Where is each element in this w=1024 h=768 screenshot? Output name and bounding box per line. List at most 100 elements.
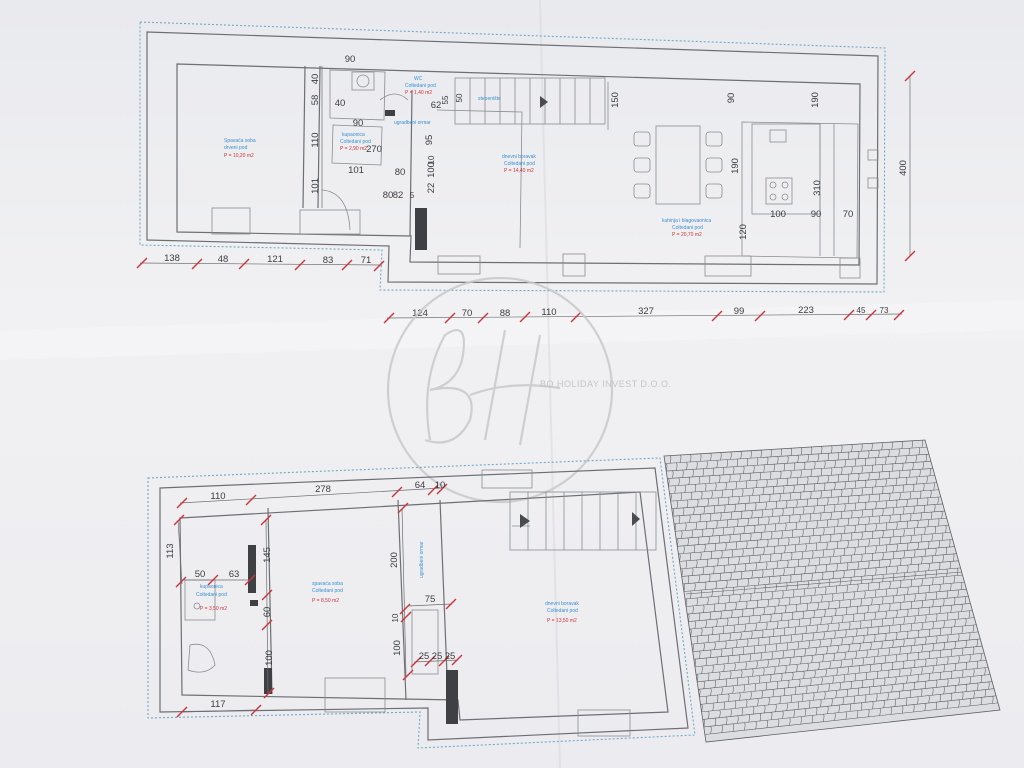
svg-text:327: 327 [638,306,654,317]
svg-text:70: 70 [462,308,473,319]
svg-text:110: 110 [541,307,556,318]
svg-text:101: 101 [348,165,364,176]
svg-text:100: 100 [264,650,275,666]
svg-text:10: 10 [435,480,446,491]
svg-text:Coltedani pod: Coltedani pod [504,161,535,167]
svg-text:Coltedani pod: Coltedani pod [340,139,371,145]
svg-text:40: 40 [335,98,346,109]
svg-text:P = 3,50 m2: P = 3,50 m2 [200,606,227,612]
svg-text:64: 64 [415,480,426,491]
svg-text:100: 100 [770,209,786,220]
svg-text:Coltedani pod: Coltedani pod [312,588,343,594]
room-label-wardrobe: ugradbeni ormar [394,120,431,126]
svg-text:Coltedani pod: Coltedani pod [547,608,578,614]
svg-text:270: 270 [366,144,382,155]
svg-text:90: 90 [726,93,737,104]
svg-text:63: 63 [229,569,240,580]
svg-text:83: 83 [323,255,334,266]
ground-floor-plan: Spavaća soba drveni pod P = 10,20 m2 WC … [136,21,916,324]
roof-tiles [663,439,1001,743]
svg-text:Coltedani pod: Coltedani pod [672,225,703,231]
svg-text:Coltedani pod: Coltedani pod [405,83,436,89]
svg-text:190: 190 [730,158,741,174]
room-label-bathroom: kupaonica Coltedani pod P = 2,90 m2 [340,132,371,152]
ground-stairs [454,77,606,125]
room-label-wc: WC Coltedani pod P = 1,40 m2 [405,76,436,96]
svg-text:99: 99 [734,306,745,317]
svg-text:400: 400 [898,160,909,176]
svg-text:Coltedani pod: Coltedani pod [196,592,227,598]
room-label-upper-wardrobe: ugradbeni ormar [419,541,425,578]
svg-text:10: 10 [427,155,436,164]
ground-height-dimension: 400 [898,70,916,262]
svg-text:kupaonica: kupaonica [342,132,365,138]
svg-text:60: 60 [262,607,273,618]
svg-text:25: 25 [419,651,430,662]
svg-text:138: 138 [164,253,180,264]
svg-text:55: 55 [441,95,450,104]
svg-text:82: 82 [393,190,404,201]
svg-text:25: 25 [432,651,443,662]
svg-text:50: 50 [455,93,464,102]
svg-text:P = 2,90 m2: P = 2,90 m2 [340,146,367,152]
roof-tile-pattern [665,439,999,735]
svg-text:25: 25 [445,651,456,662]
upper-middle-dimensions: 200 75 10 100 25 25 25 [389,502,463,681]
svg-text:124: 124 [412,308,428,319]
svg-text:5: 5 [410,191,415,200]
svg-text:drveni pod: drveni pod [224,145,248,151]
svg-text:190: 190 [810,92,821,108]
svg-text:spavaća soba: spavaća soba [312,581,343,587]
svg-text:WC: WC [414,76,423,82]
svg-text:P = 13,50 m2: P = 13,50 m2 [547,618,577,624]
svg-text:10: 10 [391,613,400,622]
svg-text:150: 150 [610,92,621,108]
svg-text:P = 20,70 m2: P = 20,70 m2 [672,232,702,238]
upper-floor-plan: kupaonica Coltedani pod P = 3,50 m2 spav… [147,457,696,749]
svg-text:BO HOLIDAY INVEST D.O.O.: BO HOLIDAY INVEST D.O.O. [540,379,672,389]
svg-text:113: 113 [165,543,176,558]
svg-text:110: 110 [310,132,321,147]
svg-text:90: 90 [345,54,356,65]
svg-text:117: 117 [210,699,225,710]
svg-text:dnevni boravak: dnevni boravak [502,154,536,160]
svg-text:101: 101 [310,178,321,194]
svg-text:90: 90 [811,209,822,220]
svg-text:P = 8,50 m2: P = 8,50 m2 [312,598,339,604]
svg-text:310: 310 [812,180,823,196]
upper-top-dimensions: 110 278 64 10 [176,480,448,509]
room-label-bedroom: Spavaća soba drveni pod P = 10,20 m2 [224,138,256,159]
room-label-upper-bathroom: kupaonica Coltedani pod P = 3,50 m2 [196,584,227,612]
svg-text:P = 10,20 m2: P = 10,20 m2 [224,153,254,159]
svg-text:50: 50 [195,569,206,580]
company-watermark: BO HOLIDAY INVEST D.O.O. [386,276,672,504]
svg-text:100: 100 [392,640,403,656]
svg-text:88: 88 [500,308,511,319]
svg-text:73: 73 [880,306,889,315]
svg-text:40: 40 [310,74,321,85]
svg-text:80: 80 [395,167,406,178]
svg-text:P = 1,40 m2: P = 1,40 m2 [405,90,432,96]
room-label-upper-living: dnevni boravak Coltedani pod P = 13,50 m… [545,601,579,624]
upper-left-dimensions: 113 50 63 145 60 100 [165,514,275,699]
svg-text:48: 48 [218,254,229,265]
ground-bottom-dimensions-left: 138 48 121 83 71 [136,253,385,272]
svg-text:22: 22 [426,183,437,194]
svg-text:dnevni boravak: dnevni boravak [545,601,579,607]
svg-text:71: 71 [361,255,372,266]
kitchen-block [741,121,879,259]
svg-text:278: 278 [315,484,331,495]
svg-text:90: 90 [353,118,364,129]
svg-text:kuhinja i blagovaonica: kuhinja i blagovaonica [662,218,711,224]
svg-text:45: 45 [857,306,866,315]
svg-text:80: 80 [383,190,394,201]
svg-text:200: 200 [389,552,400,568]
svg-text:58: 58 [310,95,321,106]
upper-stairs [509,491,657,551]
svg-text:120: 120 [738,224,749,240]
ground-interior-dimensions: 40 90 58 110 101 40 90 62 95 270 101 80 … [310,54,853,240]
upper-bottom-dimension: 117 [176,699,262,718]
svg-text:75: 75 [425,594,436,605]
ground-bottom-dimensions-right: 124 70 88 110 327 99 223 45 73 [383,305,905,324]
